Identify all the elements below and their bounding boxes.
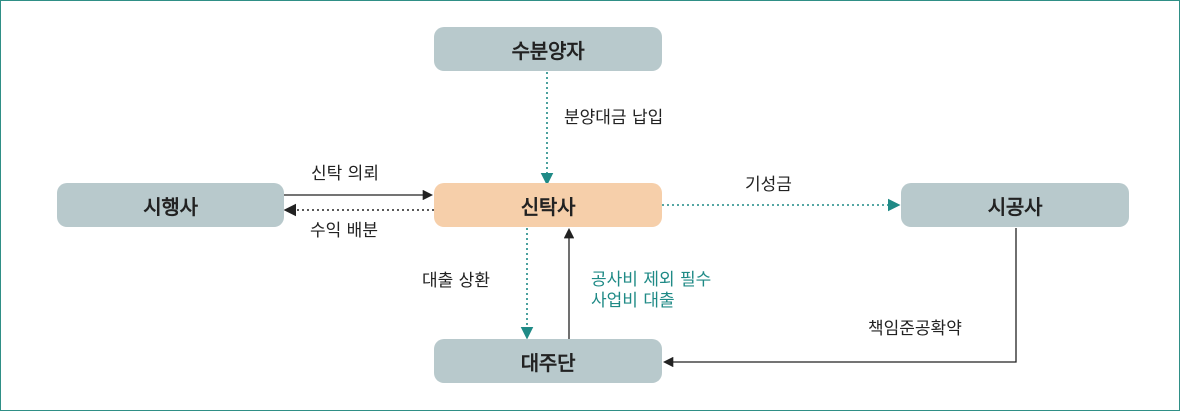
trust-company-node: 신탁사 bbox=[434, 183, 662, 227]
contractor-to-lender-arrow bbox=[662, 228, 1017, 368]
trust-request-label: 신탁 의뢰 bbox=[311, 164, 379, 184]
buyers-node: 수분양자 bbox=[434, 27, 662, 71]
completion-guarantee-label: 책임준공확약 bbox=[868, 319, 962, 339]
contractor-node: 시공사 bbox=[901, 183, 1129, 227]
progress-payment-label: 기성금 bbox=[745, 175, 792, 195]
developer-node: 시행사 bbox=[57, 183, 284, 227]
excluding-construction-line-2: 사업비 대출 bbox=[591, 291, 675, 312]
sale-payment-label: 분양대금 납입 bbox=[564, 108, 664, 128]
lender-node: 대주단 bbox=[434, 339, 662, 383]
excluding-construction-label: 공사비 제외 필수 사업비 대출 bbox=[591, 270, 761, 313]
loan-repayment-label: 대출 상환 bbox=[422, 271, 490, 291]
excluding-construction-line-1: 공사비 제외 필수 bbox=[591, 270, 712, 290]
profit-distribution-label: 수익 배분 bbox=[310, 221, 378, 241]
